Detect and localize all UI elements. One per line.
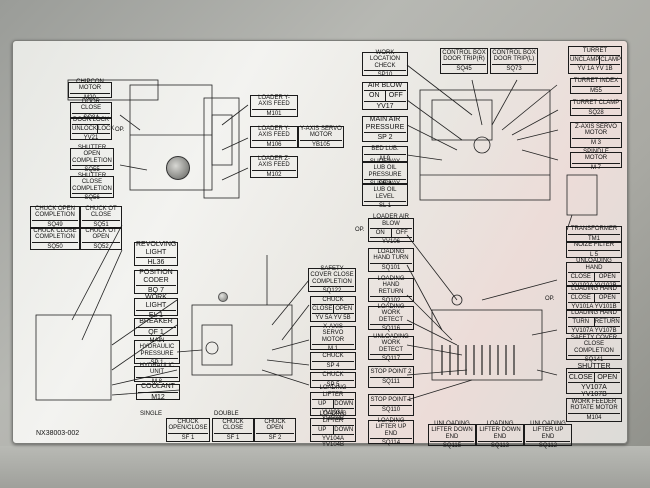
op-mark-2: OP. [355,227,365,233]
label-control-box-r: CONTROL BOX DOOR TRIP(R)SQ45 [440,48,488,74]
machine-outline-lower-right [431,309,543,381]
header-single: SINGLE [140,411,163,417]
diagram-linework [35,64,598,401]
label-bed-lub: BED LUB.M 9 [362,146,408,162]
machine-outline-lower-left [35,314,112,401]
chuck-foot-switch-knob [166,156,190,180]
header-double: DOUBLE [214,411,239,417]
label-control-box-l: CONTROL BOX DOOR TRIP(L)SQ73 [490,48,538,74]
machine-body-bottom [0,446,650,488]
op-mark-3: OP. [545,296,555,302]
machine-outline-right [419,89,551,201]
mounting-screw [218,292,228,302]
op-mark-1: OP. [115,127,125,133]
plate-code: NX38003-002 [36,430,80,437]
